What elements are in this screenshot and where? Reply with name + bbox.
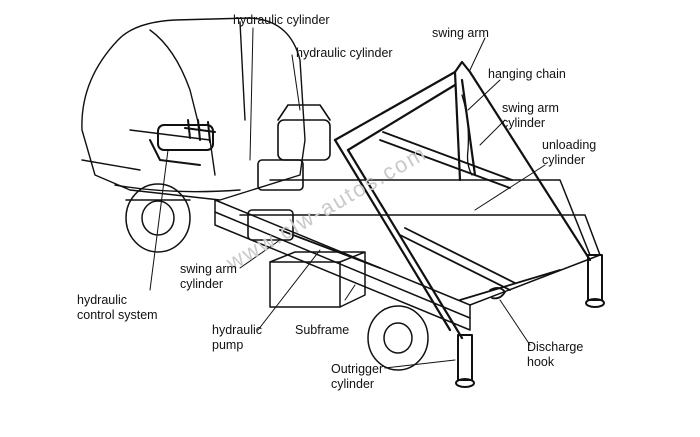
cylinders [279,131,561,301]
label-hydraulic-control-system-line1: hydraulic [77,293,128,307]
label-discharge-hook-line2: hook [527,355,555,369]
label-swing-arm-cylinder-left-line2: cylinder [180,277,224,291]
swing-arm-frame [333,60,592,340]
truck-cab [81,17,306,201]
label-discharge-hook-line1: Discharge [527,340,584,354]
rear-wheel [367,305,429,371]
label-hydraulic-cylinder-1: hydraulic cylinder [233,13,330,27]
hydraulic-control-valves [149,119,216,166]
hanging-chain [461,94,473,176]
label-outrigger-cylinder-line1: Outrigger [331,362,384,376]
label-unloading-cylinder-line1: unloading [542,138,597,152]
label-hydraulic-control-system-line2: control system [77,308,158,322]
hydraulic-tank [247,104,331,241]
label-swing-arm-cylinder-left-line1: swing arm [180,262,237,276]
leader-lines [149,27,546,369]
label-discharge-hook: Discharge hook [527,340,583,370]
label-swing-arm: swing arm [432,26,489,40]
label-swing-arm-cylinder-right: swing arm cylinder [502,101,559,131]
label-hydraulic-control-system: hydraulic control system [77,293,158,323]
label-subframe: Subframe [295,323,350,337]
label-outrigger-cylinder: Outrigger cylinder [331,362,383,392]
outriggers [455,254,605,388]
discharge-hook-shape [489,287,506,300]
label-hydraulic-pump-line2: pump [212,338,244,352]
label-swing-arm-cylinder-left: swing arm cylinder [180,262,237,292]
label-unloading-cylinder: unloading cylinder [542,138,596,168]
label-hydraulic-pump-line1: hydraulic [212,323,263,337]
front-wheel [125,183,191,253]
label-unloading-cylinder-line2: cylinder [542,153,586,167]
label-outrigger-cylinder-line2: cylinder [331,377,375,391]
chassis-subframe [214,179,601,331]
label-hanging-chain: hanging chain [488,67,566,81]
label-hydraulic-pump: hydraulic pump [212,323,262,353]
label-swing-arm-cylinder-right-line1: swing arm [502,101,559,115]
label-swing-arm-cylinder-right-line2: cylinder [502,116,546,130]
label-hydraulic-cylinder-2: hydraulic cylinder [296,46,393,60]
